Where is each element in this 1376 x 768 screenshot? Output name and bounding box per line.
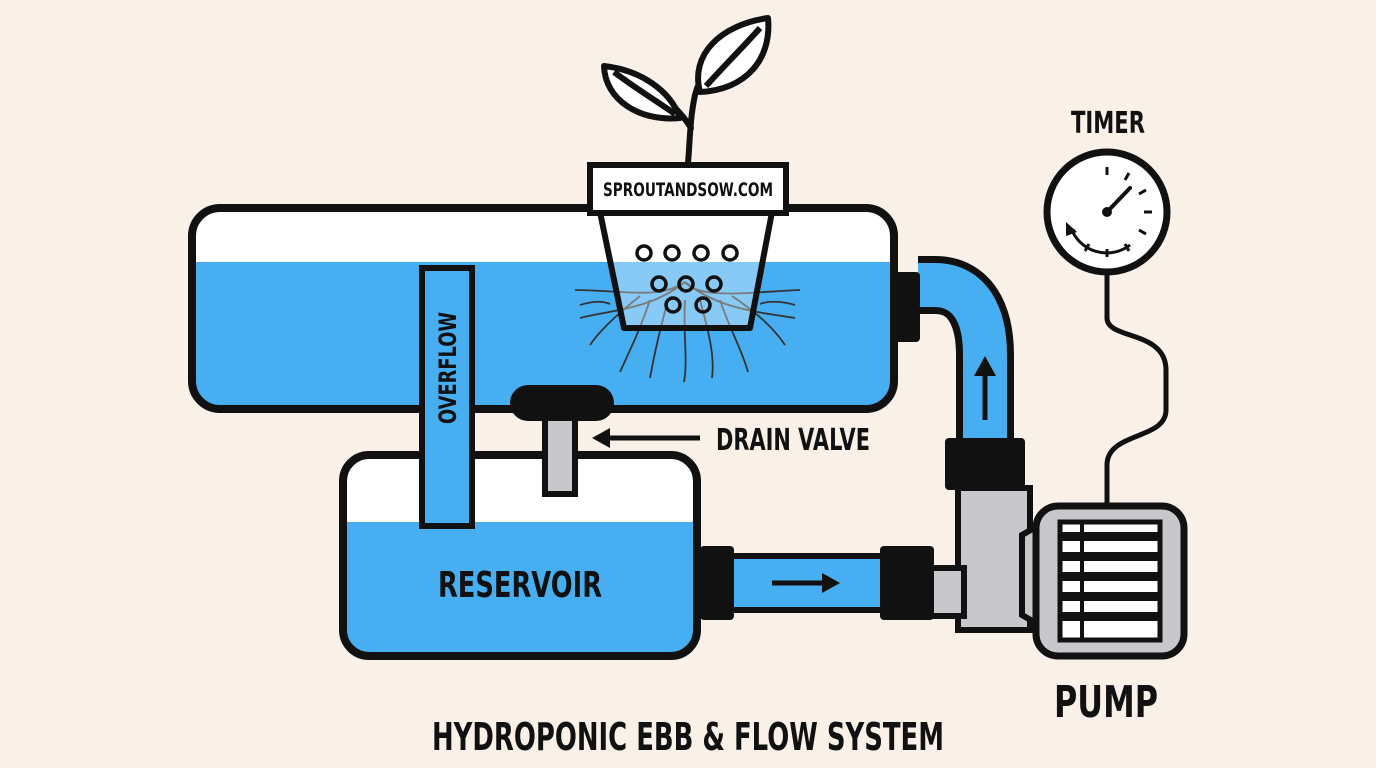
timer-ticks	[1067, 167, 1152, 257]
pump-housing	[927, 485, 1051, 636]
drain-valve-handle	[510, 385, 614, 421]
timer-hub	[1102, 207, 1112, 217]
reservoir-label: RESERVOIR	[438, 565, 602, 606]
net-pot-holes	[635, 244, 739, 314]
overflow-label: OVERFLOW	[434, 312, 462, 424]
tray-inlet-fitting	[892, 272, 920, 342]
timer-label: TIMER	[1071, 106, 1145, 141]
pump-inlet-fitting	[880, 546, 934, 620]
reservoir-pump-pipe	[700, 546, 934, 620]
drain-valve: DRAIN VALVE	[510, 385, 870, 497]
pump-inlet-stub	[927, 565, 967, 619]
timer-hand	[1105, 186, 1132, 214]
reservoir-tank: RESERVOIR	[339, 451, 701, 660]
leaf-right-vein	[703, 26, 763, 89]
supply-flow-arrow	[974, 356, 996, 376]
supply-pipe-water	[918, 263, 1007, 445]
plant-leaves	[601, 15, 772, 122]
reservoir-outline	[339, 451, 701, 660]
timer: TIMER	[1043, 106, 1171, 508]
timer-cable	[1104, 272, 1169, 508]
supply-pipe	[892, 256, 1025, 490]
net-pot-rim	[587, 162, 789, 216]
reservoir-outlet-fitting	[700, 546, 734, 620]
drain-valve-stem	[542, 411, 578, 497]
overflow-pipe: OVERFLOW	[419, 265, 475, 529]
pump-label: PUMP	[1054, 677, 1158, 728]
pump-outlet-coupling	[945, 438, 1025, 490]
net-pot-body	[597, 209, 775, 331]
intake-flow-arrow	[822, 573, 840, 593]
timer-arc-arrow	[1066, 222, 1077, 236]
diagram-title: HYDROPONIC EBB & FLOW SYSTEM	[432, 715, 944, 759]
pump-motor: PUMP	[1032, 502, 1188, 728]
reservoir-water	[343, 522, 697, 656]
drain-valve-label: DRAIN VALVE	[716, 423, 870, 458]
drain-valve-pointer-arrow	[592, 428, 610, 448]
timer-arc	[1069, 227, 1131, 255]
pump-motor-fins	[1062, 532, 1158, 621]
pot-brand-label: SPROUTANDSOW.COM	[603, 179, 773, 201]
leaf-left-vein	[612, 69, 677, 117]
overflow-pipe-body	[419, 265, 475, 529]
plant-assembly: SPROUTANDSOW.COM	[574, 15, 801, 383]
